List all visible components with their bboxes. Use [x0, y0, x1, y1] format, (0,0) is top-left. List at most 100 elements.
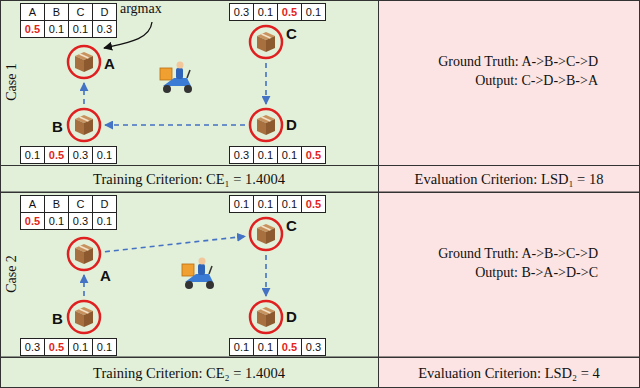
scooter-body [163, 78, 191, 86]
parcel-side [75, 56, 84, 72]
node-letter: B [52, 119, 63, 135]
table-cell: 0.5 [301, 195, 326, 213]
table-cell: B [44, 3, 69, 21]
parcel-side [257, 228, 266, 244]
parcel-tape [80, 246, 89, 250]
selection-ring [250, 218, 282, 250]
route-arrow [265, 255, 267, 296]
parcel-side [266, 119, 275, 135]
table-cell: D [92, 3, 117, 21]
table-cell: B [44, 195, 69, 213]
parcel-tape [262, 226, 271, 230]
table-cell: 0.3 [68, 146, 93, 164]
criterion-band: Evaluation Criterion: LSD₂ = 4 [378, 357, 640, 388]
parcel-node: C [248, 24, 284, 60]
parcel-tape [80, 54, 89, 58]
parcel-node: D [248, 299, 284, 335]
parcel-tape [262, 309, 271, 313]
criterion-band: Training Criterion: CE₁ = 1.4004 [0, 165, 378, 192]
table-cell: 0.1 [44, 212, 69, 230]
route-arrow [105, 124, 245, 126]
parcel-node-shape [248, 216, 284, 252]
parcel-tape [80, 309, 89, 313]
selection-ring [250, 109, 282, 141]
table-cell: 0.1 [92, 212, 117, 230]
criterion-band-ground [1, 358, 379, 388]
result-panel: Ground Truth: A->B->C->D Output: B->A->D-… [378, 192, 640, 357]
table-cell: 0.1 [229, 338, 254, 356]
table-cell: 0.5 [44, 146, 69, 164]
node-letter: D [286, 117, 297, 133]
table-cell: 0.1 [253, 195, 278, 213]
table-cell: 0.5 [20, 20, 45, 38]
parcel-node-shape [248, 299, 284, 335]
case-label: Case 1 [4, 63, 20, 101]
parcel-node-shape [66, 44, 102, 80]
parcel-node-shape [248, 107, 284, 143]
parcel-node-shape [66, 107, 102, 143]
route-arrow [265, 63, 267, 104]
parcel-tape [80, 117, 89, 121]
parcel-node: D [248, 107, 284, 143]
table-cell: 0.1 [68, 338, 93, 356]
parcel-side [75, 248, 84, 264]
table-cell: 0.1 [277, 146, 302, 164]
parcel-side [257, 119, 266, 135]
table-cell: A [20, 3, 45, 21]
parcel-side [84, 248, 93, 264]
rider-head [177, 62, 184, 69]
parcel-tape [262, 117, 271, 121]
parcel-side [266, 311, 275, 327]
table-cell: 0.1 [68, 20, 93, 38]
parcel-side [257, 311, 266, 327]
table-cell: 0.3 [68, 212, 93, 230]
annotation-text: argmax [120, 1, 162, 17]
parcel-side [266, 228, 275, 244]
table-cell: 0.1 [277, 195, 302, 213]
node-letter: C [286, 218, 297, 234]
wheel [206, 281, 214, 289]
parcel-node: A [66, 44, 102, 80]
handlebar [187, 70, 190, 78]
parcel-node: A [66, 236, 102, 272]
table-cell: A [20, 195, 45, 213]
table-cell: 0.3 [92, 20, 117, 38]
result-panel: Ground Truth: A->B->C->DOutput: C->D->B-… [378, 0, 640, 165]
case-label: Case 2 [4, 255, 20, 293]
route-arrow [83, 275, 85, 296]
parcel-crate [160, 68, 172, 80]
parcel-node: B [66, 107, 102, 143]
table-cell: 0.1 [92, 146, 117, 164]
parcel-side [75, 311, 84, 327]
table-cell: C [68, 3, 93, 21]
parcel-node-shape [66, 299, 102, 335]
table-cell: 0.3 [301, 338, 326, 356]
parcel-side [75, 119, 84, 135]
criterion-text: Training Criterion: CE₂ = 1.4004 [93, 364, 285, 382]
result-panel-ground [379, 1, 640, 166]
parcel-node: B [66, 299, 102, 335]
criterion-band-ground [379, 166, 640, 193]
table-cell: 0.1 [20, 146, 45, 164]
wheel [184, 85, 192, 93]
result-panel-ground [379, 193, 640, 358]
sequence-text: Ground Truth: A->B->C->D [438, 245, 598, 262]
sequence-text: Output: B->A->D->C [475, 264, 598, 281]
wheel [185, 281, 193, 289]
table-cell: 0.5 [44, 338, 69, 356]
parcel-side [84, 56, 93, 72]
scooter-body [185, 274, 213, 282]
courier-scooter [182, 258, 214, 290]
selection-ring [250, 301, 282, 333]
criterion-band-ground [1, 166, 379, 193]
rider-head [199, 258, 206, 265]
node-letter: C [286, 26, 297, 42]
parcel-side [84, 119, 93, 135]
parcel-node: C [248, 216, 284, 252]
criterion-text: Training Criterion: CE₁ = 1.4004 [93, 170, 285, 188]
wheel [163, 85, 171, 93]
table-cell: 0.5 [301, 146, 326, 164]
table-cell: 0.1 [253, 338, 278, 356]
sequence-text: Output: C->D->B->A [475, 72, 598, 89]
